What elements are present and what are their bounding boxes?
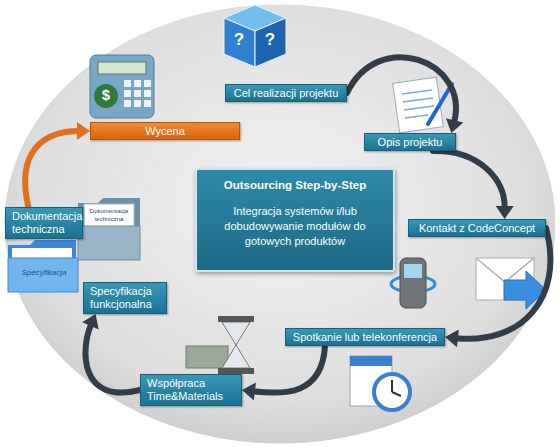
arrow-shaft <box>456 228 550 339</box>
arrow-shaft <box>433 151 505 208</box>
box-body-text: Integracja systemów i/lub dobudowywanie … <box>209 204 381 249</box>
cube-right <box>255 18 286 67</box>
calculator-keys <box>124 80 151 107</box>
flow-arrow <box>82 314 140 393</box>
phone-screen <box>404 264 422 278</box>
box-text: Wycena <box>145 125 185 138</box>
box-text: Kontakt z CodeConcept <box>419 222 535 235</box>
folder-icon-docs <box>78 198 140 260</box>
phone-body <box>400 258 426 308</box>
notepad-icon <box>393 77 452 133</box>
arrow-shaft <box>347 57 456 122</box>
folder-front <box>78 226 140 260</box>
flow-arrow <box>433 151 514 219</box>
arrow-shaft <box>85 324 140 392</box>
step-box: Cel realizacji projektu <box>225 84 347 102</box>
hourglass-top <box>218 316 254 322</box>
arrow-head <box>445 329 459 347</box>
dollar-coin <box>94 84 118 108</box>
envelope-flap <box>476 258 534 282</box>
folder-icon-spec <box>8 240 78 292</box>
question-mark: ? <box>231 30 247 49</box>
flow-arrow <box>25 122 90 207</box>
hourglass-icon <box>186 316 254 374</box>
folder-paper <box>84 204 134 228</box>
step-box: Dokumentacja techniczna <box>5 207 83 239</box>
flow-arrow <box>242 346 325 400</box>
arrow-shaft <box>25 131 79 207</box>
box-text: Opis projektu <box>378 136 443 149</box>
box-text: Specyfikacja funkcjonalna <box>90 285 162 311</box>
calculator-screen <box>98 62 146 74</box>
box-text: Spotkanie lub telekonferencja <box>293 331 437 344</box>
folder-label: Specyfikacja <box>12 268 76 278</box>
calculator-body <box>90 55 154 118</box>
notepad-sheet <box>393 77 444 133</box>
envelope-icon <box>476 258 546 309</box>
folder-front <box>8 258 78 292</box>
flow-arrow <box>347 57 463 133</box>
background-ellipse <box>3 3 557 445</box>
box-text: Dokumentacja techniczna <box>12 210 82 236</box>
pen <box>428 84 452 124</box>
folder-label: Dokumentacja techniczna <box>86 207 132 223</box>
question-mark: ? <box>262 30 278 49</box>
arrow-shaft <box>253 346 325 393</box>
step-box: Spotkanie lub telekonferencja <box>285 328 445 346</box>
box-text: Współpraca Time&Materials <box>147 377 237 403</box>
step-box: Kontakt z CodeConcept <box>408 219 546 237</box>
cube-icon <box>224 5 286 67</box>
price-box: Wycena <box>90 122 240 140</box>
phone-icon <box>391 258 435 308</box>
arrow-head <box>496 206 514 219</box>
arrow-head <box>242 383 256 401</box>
hourglass-glass <box>222 322 250 368</box>
step-box: Opis projektu <box>364 133 456 151</box>
notepad-lines <box>402 90 434 118</box>
calculator-icon <box>90 55 154 118</box>
calendar-icon <box>350 356 410 410</box>
center-box: Outsourcing Step-by-StepIntegracja syste… <box>195 168 395 272</box>
calendar-header <box>350 356 392 366</box>
arrow-head <box>446 118 463 133</box>
cube-left <box>224 18 255 67</box>
box-text: Cel realizacji projektu <box>234 87 339 100</box>
clock-face <box>374 374 410 410</box>
box-text: Outsourcing Step-by-Step <box>224 179 366 192</box>
money-stack <box>186 346 228 368</box>
arrow-head <box>82 314 99 330</box>
step-box: Współpraca Time&Materials <box>140 374 242 406</box>
arrow-head <box>77 122 90 140</box>
clock-hands <box>392 380 401 396</box>
dollar-sign: $ <box>98 86 114 103</box>
step-box: Specyfikacja funkcjonalna <box>83 282 167 314</box>
flow-arrow <box>445 228 550 347</box>
